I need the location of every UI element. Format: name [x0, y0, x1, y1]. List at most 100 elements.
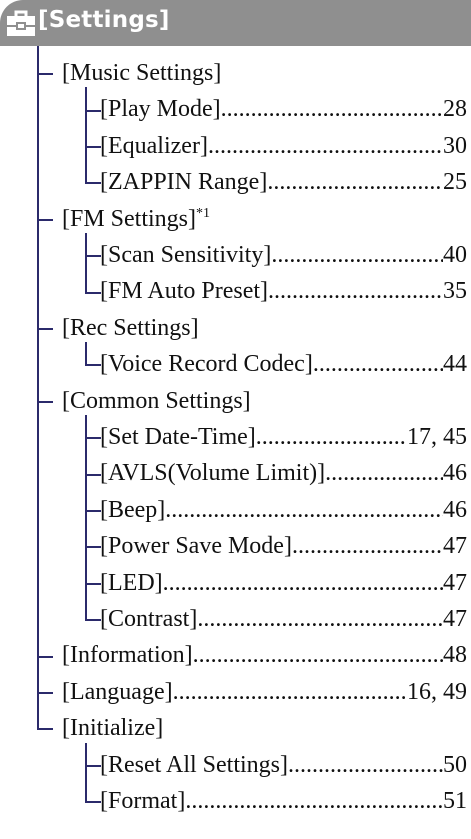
- page-number: 16, 49: [407, 678, 467, 705]
- page-number: 51: [443, 788, 467, 814]
- menu-item: [Initialize]: [62, 710, 163, 746]
- tree-stub-line: [85, 291, 101, 294]
- tree-stub-line: [37, 655, 53, 658]
- menu-item: [Equalizer]30: [100, 128, 467, 164]
- page-number: 35: [443, 278, 467, 305]
- tree-stub-line: [37, 328, 53, 330]
- menu-item-label: [Language]: [62, 678, 173, 705]
- menu-item: [Information] 48: [62, 637, 467, 673]
- menu-item: [Common Settings]: [62, 383, 251, 419]
- dot-leader: [221, 91, 443, 127]
- page-number: 48: [443, 642, 467, 669]
- tree-stub-line: [85, 182, 101, 185]
- page-number: 40: [443, 242, 467, 268]
- menu-item: [ZAPPIN Range] 25: [100, 164, 467, 200]
- dot-leader: [173, 674, 407, 710]
- dot-leader: [193, 637, 443, 673]
- tree-stub-line: [37, 218, 53, 221]
- tree-stub-line: [85, 255, 101, 258]
- tree-branch-line: [85, 342, 87, 366]
- menu-item-label: [Contrast]: [100, 606, 198, 632]
- dot-leader: [197, 601, 443, 637]
- tree-stub-line: [85, 364, 101, 367]
- page-number: 47: [443, 533, 467, 560]
- menu-item-label: [Information]: [62, 642, 193, 669]
- tree-branch-line: [85, 87, 87, 184]
- menu-item-label: [Play Mode]: [100, 96, 221, 123]
- tree-trunk-line: [37, 46, 39, 730]
- tree-stub-line: [85, 437, 101, 440]
- menu-item-label: [LED]: [100, 569, 163, 596]
- toolbox-icon: [7, 10, 35, 36]
- tree-stub-line: [37, 692, 53, 694]
- menu-item: [Beep] 46: [100, 492, 467, 528]
- menu-item-label: [Scan Sensitivity]: [100, 242, 272, 268]
- menu-item-label: [Beep]: [100, 496, 166, 523]
- menu-item: [Reset All Settings] 50: [100, 747, 467, 783]
- page-number: 25: [443, 169, 467, 196]
- tree-stub-line: [85, 546, 101, 549]
- menu-item: [Power Save Mode] 47: [100, 528, 467, 564]
- menu-item: [Voice Record Codec] 44: [100, 346, 467, 382]
- menu-item: [Music Settings]: [62, 55, 221, 91]
- dot-leader: [288, 747, 443, 783]
- menu-item-label: [ZAPPIN Range]: [100, 169, 268, 196]
- menu-item: [Scan Sensitivity] 40: [100, 237, 467, 273]
- menu-item-label: [Initialize]: [62, 715, 164, 742]
- tree-stub-line: [37, 400, 53, 403]
- menu-item: [LED] 47: [100, 565, 467, 601]
- menu-item-label: [Common Settings]: [62, 387, 251, 414]
- menu-item-label: [Power Save Mode]: [100, 533, 292, 560]
- menu-item-label: [Music Settings]: [62, 60, 222, 86]
- page-number: 50: [443, 751, 467, 778]
- menu-item: [AVLS(Volume Limit)] 46: [100, 455, 467, 491]
- menu-item: [Set Date-Time] 17, 45: [100, 419, 467, 455]
- tree-stub-line: [85, 801, 101, 804]
- tree-stub-line: [85, 619, 101, 622]
- dot-leader: [163, 565, 443, 601]
- menu-item: [Contrast]47: [100, 601, 467, 637]
- page-number: 46: [443, 460, 467, 487]
- dot-leader: [325, 455, 443, 491]
- settings-title: [Settings]: [38, 7, 170, 33]
- dot-leader: [271, 237, 443, 273]
- page-number: 47: [443, 569, 467, 596]
- menu-item-label: [Rec Settings]: [62, 314, 199, 341]
- menu-item: [Language] 16, 49: [62, 674, 467, 710]
- menu-item-label: [Reset All Settings]: [100, 751, 288, 778]
- page-number: 46: [443, 496, 467, 523]
- dot-leader: [208, 128, 443, 164]
- settings-header: [Settings]: [0, 0, 471, 46]
- menu-item-label: [AVLS(Volume Limit)]: [100, 460, 326, 487]
- tree-stub-line: [37, 728, 53, 731]
- menu-item-label: [FM Auto Preset]: [100, 278, 268, 305]
- menu-item-label: [Voice Record Codec]: [100, 351, 313, 378]
- page-number: 17, 45: [407, 424, 467, 450]
- dot-leader: [268, 273, 443, 309]
- menu-item: [FM Auto Preset] 35: [100, 273, 467, 309]
- page-number: 28: [443, 96, 467, 123]
- menu-item: [Format]51: [100, 783, 467, 819]
- dot-leader: [256, 419, 407, 455]
- tree-branch-line: [85, 415, 87, 621]
- tree-branch-line: [85, 742, 87, 803]
- menu-item-label: [Set Date-Time]: [100, 424, 256, 450]
- tree-stub-line: [85, 109, 101, 112]
- tree-stub-line: [37, 73, 53, 76]
- tree-stub-line: [85, 146, 101, 148]
- menu-item-label: [FM Settings]: [62, 205, 197, 232]
- page-number: 44: [443, 351, 467, 378]
- page-number: 30: [443, 132, 467, 159]
- tree-stub-line: [85, 510, 101, 512]
- tree-branch-line: [85, 233, 87, 293]
- tree-stub-line: [85, 764, 101, 767]
- dot-leader: [267, 164, 443, 200]
- dot-leader: [185, 783, 443, 819]
- dot-leader: [292, 528, 443, 564]
- tree-stub-line: [85, 473, 101, 476]
- footnote-marker: *1: [196, 205, 211, 221]
- menu-item: [Play Mode] 28: [100, 91, 467, 127]
- menu-item: [Rec Settings]: [62, 310, 199, 346]
- menu-item: [FM Settings]*1: [62, 201, 210, 237]
